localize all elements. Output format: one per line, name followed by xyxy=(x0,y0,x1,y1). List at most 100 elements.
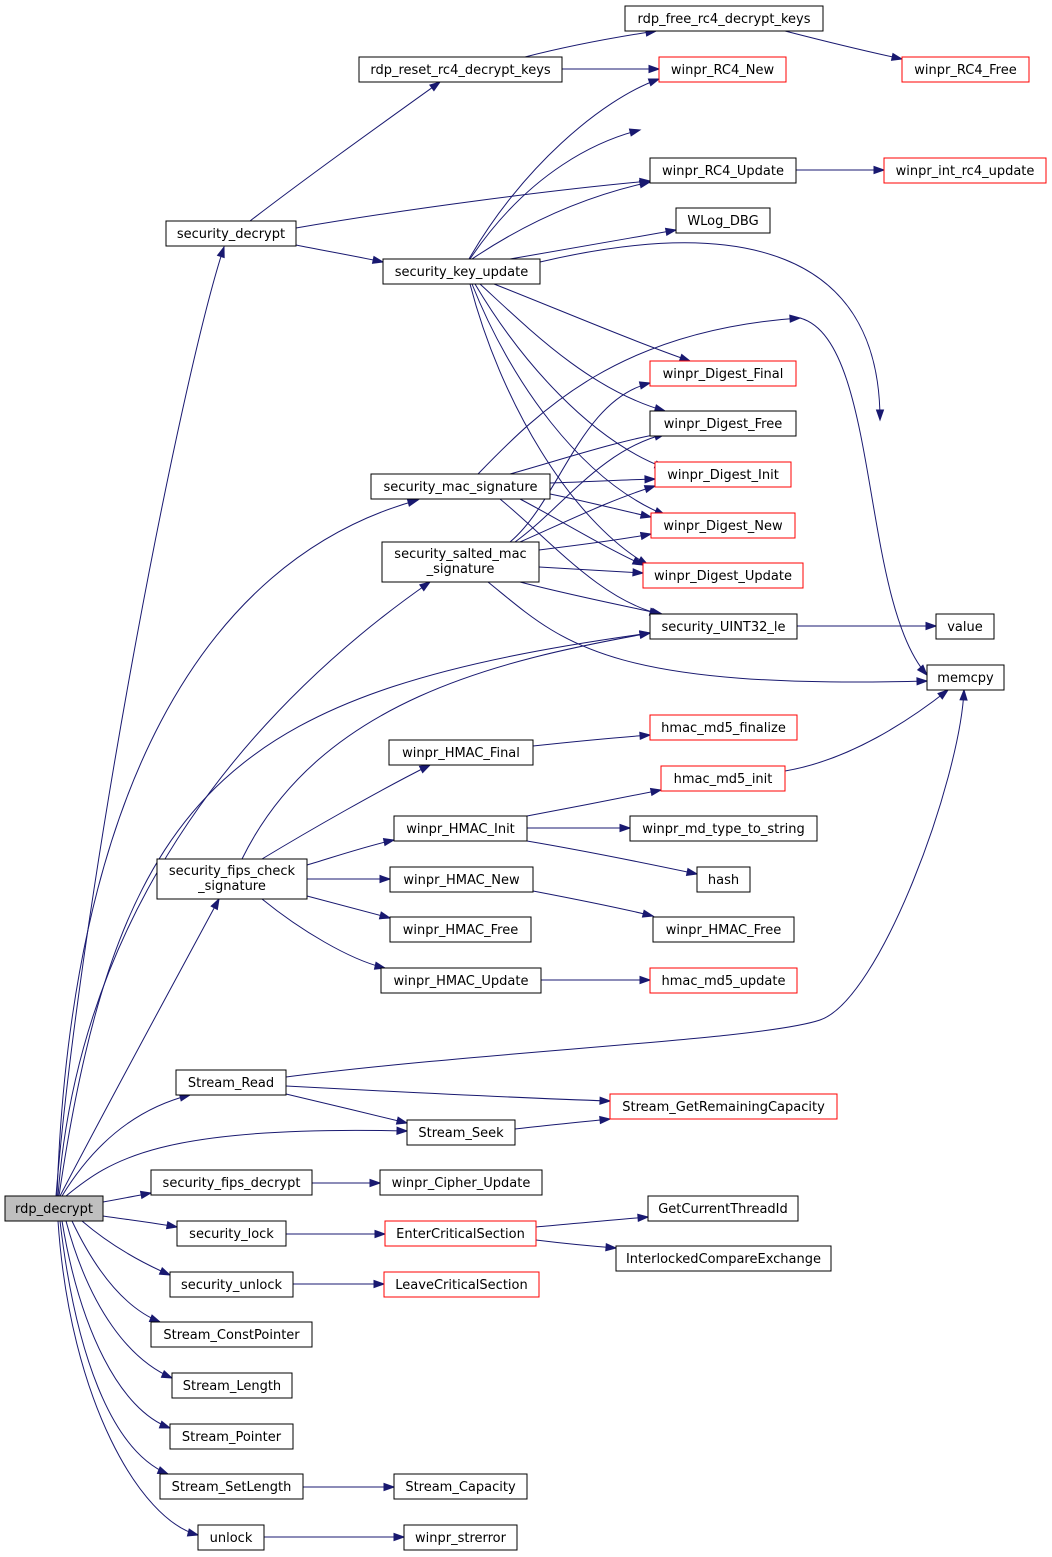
node-winpr_Digest_Final[interactable]: winpr_Digest_Final xyxy=(649,360,797,387)
node-winpr_RC4_New[interactable]: winpr_RC4_New xyxy=(658,56,787,83)
node-security_unlock[interactable]: security_unlock xyxy=(169,1271,294,1298)
node-WLog_DBG[interactable]: WLog_DBG xyxy=(675,207,771,234)
edge-security_UINT32_le-to-value xyxy=(797,621,938,631)
node-label: winpr_HMAC_Free xyxy=(666,923,781,938)
node-Stream_Pointer[interactable]: Stream_Pointer xyxy=(169,1423,294,1450)
arrowhead xyxy=(648,64,661,74)
node-label: EnterCriticalSection xyxy=(396,1227,525,1242)
node-security_lock[interactable]: security_lock xyxy=(176,1220,287,1247)
node-winpr_Digest_Update[interactable]: winpr_Digest_Update xyxy=(642,562,804,589)
node-hmac_md5_finalize[interactable]: hmac_md5_finalize xyxy=(649,714,798,741)
node-winpr_Digest_Init[interactable]: winpr_Digest_Init xyxy=(654,461,792,488)
node-winpr_HMAC_New[interactable]: winpr_HMAC_New xyxy=(389,866,534,893)
arrowhead xyxy=(937,689,950,700)
node-Stream_ConstPointer[interactable]: Stream_ConstPointer xyxy=(150,1321,313,1348)
arrowhead xyxy=(379,874,392,884)
arrowhead xyxy=(395,1116,409,1125)
node-winpr_Cipher_Update[interactable]: winpr_Cipher_Update xyxy=(379,1169,543,1196)
node-label: unlock xyxy=(210,1531,253,1546)
node-LeaveCriticalSection[interactable]: LeaveCriticalSection xyxy=(383,1271,540,1298)
arrowhead xyxy=(631,556,645,566)
node-label: winpr_md_type_to_string xyxy=(642,822,804,837)
node-winpr_Digest_Free[interactable]: winpr_Digest_Free xyxy=(649,410,797,437)
arrowhead xyxy=(418,764,432,774)
edge-winpr_HMAC_Update-to-hmac_md5_update xyxy=(541,975,652,985)
arrowhead xyxy=(641,909,655,918)
edge-security_key_update-to-winpr_Digest_Init xyxy=(474,283,667,469)
node-security_salted_mac_signature[interactable]: security_salted_mac_signature xyxy=(381,541,540,583)
edge-rdp_decrypt-to-security_mac_signature xyxy=(56,498,420,1197)
node-winpr_RC4_Free[interactable]: winpr_RC4_Free xyxy=(901,56,1030,83)
node-Stream_SetLength[interactable]: Stream_SetLength xyxy=(159,1473,304,1500)
arrowhead xyxy=(374,1229,387,1239)
node-label: security_mac_signature xyxy=(384,480,538,495)
edge-security_decrypt-to-rdp_reset_rc4_decrypt_keys xyxy=(249,81,442,222)
arrowhead xyxy=(638,630,652,639)
node-label: winpr_RC4_Free xyxy=(914,63,1016,78)
node-hmac_md5_update[interactable]: hmac_md5_update xyxy=(649,967,798,994)
node-label: hmac_md5_init xyxy=(674,772,773,787)
arrowhead xyxy=(599,1115,612,1125)
node-Stream_Seek[interactable]: Stream_Seek xyxy=(406,1119,516,1146)
arrowhead xyxy=(382,838,396,847)
node-GetCurrentThreadId[interactable]: GetCurrentThreadId xyxy=(647,1195,799,1222)
node-Stream_GetRemainingCapacity[interactable]: Stream_GetRemainingCapacity xyxy=(609,1093,838,1120)
edges-layer xyxy=(55,28,968,1542)
node-winpr_HMAC_Free_b[interactable]: winpr_HMAC_Free xyxy=(652,916,795,943)
node-hash[interactable]: hash xyxy=(696,866,751,893)
node-winpr_int_rc4_update[interactable]: winpr_int_rc4_update xyxy=(883,157,1047,184)
edge-rdp_decrypt-to-security_fips_check_signature xyxy=(59,897,220,1197)
node-Stream_Length[interactable]: Stream_Length xyxy=(171,1372,293,1399)
node-winpr_md_type_to_string[interactable]: winpr_md_type_to_string xyxy=(629,815,818,842)
node-label: winpr_HMAC_Final xyxy=(402,746,520,761)
edge-rdp_reset_rc4_decrypt_keys-to-winpr_RC4_New xyxy=(562,64,661,74)
edge-security_decrypt-to-winpr_RC4_Update xyxy=(295,177,652,229)
node-security_UINT32_le[interactable]: security_UINT32_le xyxy=(649,613,798,640)
node-InterlockedCompareExchange[interactable]: InterlockedCompareExchange xyxy=(615,1245,832,1272)
node-rdp_decrypt[interactable]: rdp_decrypt xyxy=(4,1195,104,1222)
edge-Stream_Read-to-Stream_Seek xyxy=(285,1093,409,1125)
node-memcpy[interactable]: memcpy xyxy=(926,664,1005,691)
node-unlock[interactable]: unlock xyxy=(197,1524,265,1551)
node-security_fips_check_signature[interactable]: security_fips_check_signature xyxy=(156,858,308,900)
node-label: winpr_Digest_Update xyxy=(654,569,792,584)
arrowhead xyxy=(605,1243,618,1252)
node-hmac_md5_init[interactable]: hmac_md5_init xyxy=(660,765,786,792)
edge-security_salted_mac_signature-to-winpr_Digest_Update xyxy=(538,566,645,577)
node-EnterCriticalSection[interactable]: EnterCriticalSection xyxy=(384,1220,537,1247)
node-winpr_HMAC_Final[interactable]: winpr_HMAC_Final xyxy=(388,739,534,766)
node-label: InterlockedCompareExchange xyxy=(626,1252,821,1267)
node-winpr_HMAC_Free_a[interactable]: winpr_HMAC_Free xyxy=(389,916,532,943)
node-value[interactable]: value xyxy=(935,613,995,640)
node-winpr_HMAC_Init[interactable]: winpr_HMAC_Init xyxy=(393,815,528,842)
node-winpr_RC4_Update[interactable]: winpr_RC4_Update xyxy=(649,157,797,184)
edge-rdp_decrypt-to-security_salted_mac_signature xyxy=(57,581,432,1197)
node-security_fips_decrypt[interactable]: security_fips_decrypt xyxy=(150,1169,313,1196)
node-security_key_update[interactable]: security_key_update xyxy=(382,258,541,285)
node-label: security_fips_decrypt xyxy=(163,1176,301,1191)
edge-security_fips_check_signature-to-winpr_HMAC_Free_a xyxy=(306,895,392,920)
edge-Stream_Read-to-memcpy xyxy=(285,688,968,1078)
edge-security_key_update-to-winpr_Digest_Update xyxy=(469,283,650,566)
node-label: security_salted_mac xyxy=(394,547,526,562)
node-winpr_strerror[interactable]: winpr_strerror xyxy=(403,1524,518,1551)
node-Stream_Capacity[interactable]: Stream_Capacity xyxy=(393,1473,528,1500)
node-security_mac_signature[interactable]: security_mac_signature xyxy=(370,473,551,500)
node-rdp_free_rc4_decrypt_keys[interactable]: rdp_free_rc4_decrypt_keys xyxy=(624,5,824,32)
arrowhead xyxy=(873,165,886,175)
edge-security_key_update-to-winpr_RC4_Free xyxy=(469,128,642,260)
arrowhead xyxy=(429,81,442,92)
node-winpr_Digest_New[interactable]: winpr_Digest_New xyxy=(650,512,796,539)
arrowhead xyxy=(637,1213,650,1223)
node-label: winpr_Digest_Init xyxy=(667,468,779,483)
node-Stream_Read[interactable]: Stream_Read xyxy=(175,1069,287,1096)
arrowhead xyxy=(369,1178,382,1188)
node-label: _signature xyxy=(197,879,266,894)
node-rdp_reset_rc4_decrypt_keys[interactable]: rdp_reset_rc4_decrypt_keys xyxy=(358,56,563,83)
edge-security_salted_mac_signature-to-security_UINT32_le xyxy=(519,581,664,616)
node-winpr_HMAC_Update[interactable]: winpr_HMAC_Update xyxy=(380,967,542,994)
arrowhead xyxy=(393,1532,406,1542)
node-security_decrypt[interactable]: security_decrypt xyxy=(165,220,297,247)
node-label: GetCurrentThreadId xyxy=(658,1202,788,1217)
